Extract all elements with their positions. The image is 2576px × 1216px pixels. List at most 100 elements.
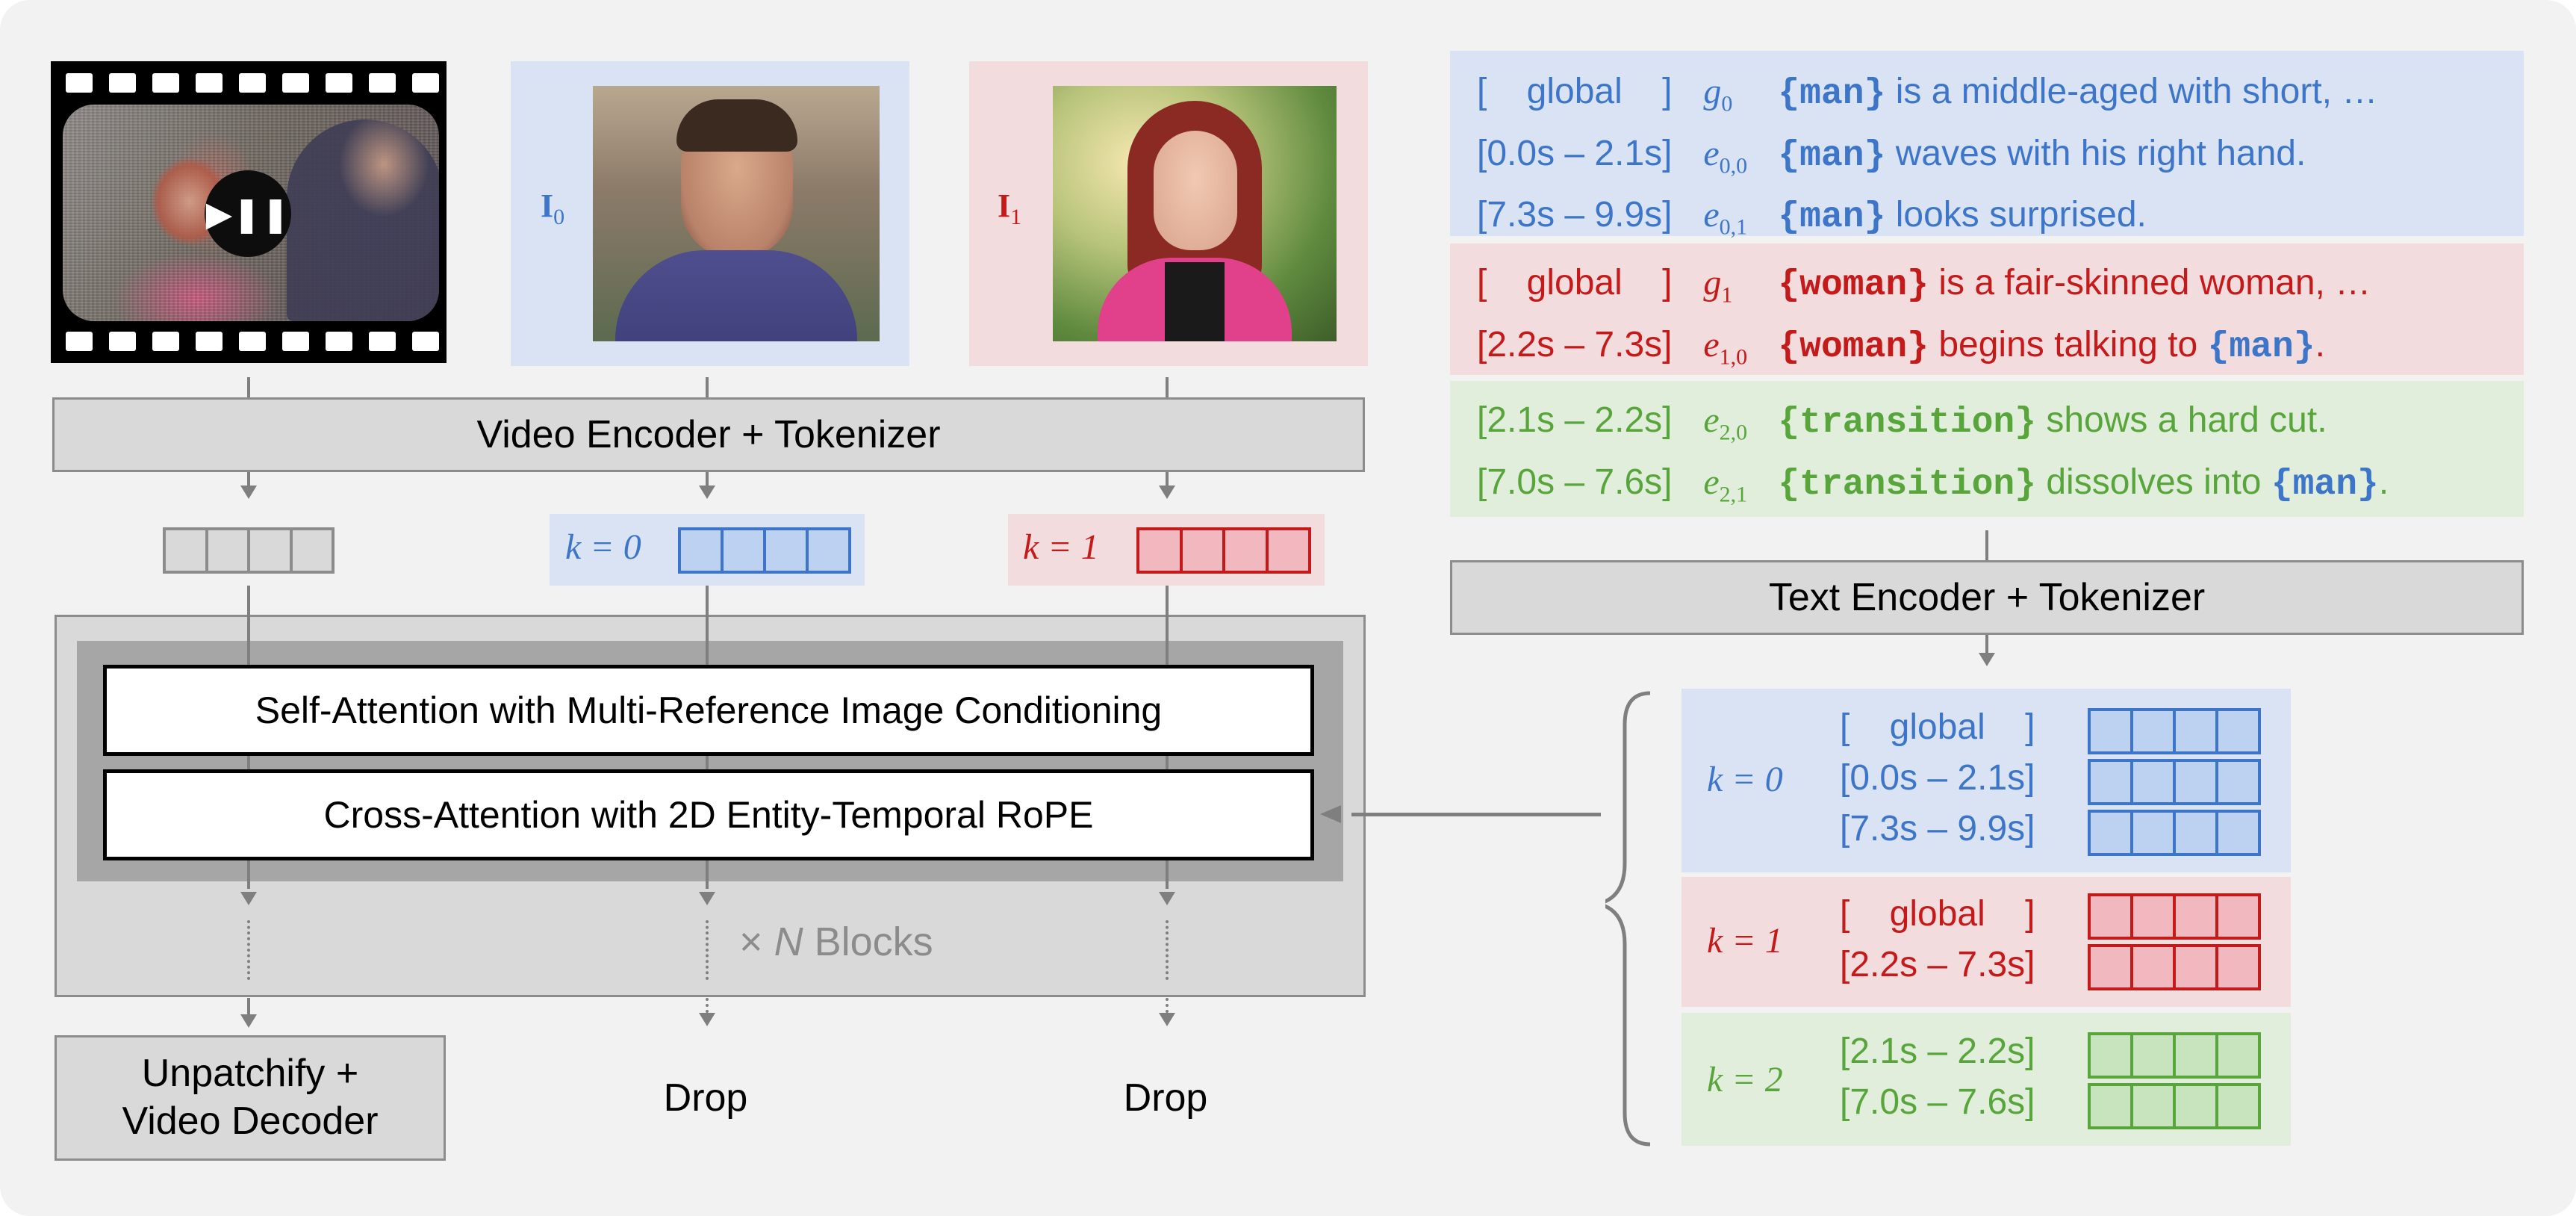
ref-label-i1: I1 (998, 187, 1022, 229)
arrow-head-i0-block-out (699, 892, 715, 905)
text-segment-label: [7.0s – 7.6s] (1840, 1082, 2035, 1122)
caption-line: [2.2s – 7.3s] e1,0{woman} begins talking… (1477, 320, 2371, 382)
caption-symbol: e2,1 (1703, 462, 1748, 507)
caption-time: [7.0s – 7.6s] (1477, 462, 1673, 502)
film-sprocket-hole (412, 73, 439, 93)
entity-tag: {transition} (1778, 403, 2036, 443)
video-decoder-block: Unpatchify + Video Decoder (55, 1035, 446, 1161)
decoder-line-2: Video Decoder (122, 1099, 379, 1143)
text-segment-label: [0.0s – 2.1s] (1840, 758, 2035, 798)
connector-captions-to-encoder (1985, 530, 1988, 560)
film-sprocket-hole (239, 332, 266, 351)
man-hair (676, 99, 797, 152)
text-token-k2-label: k = 2 (1707, 1060, 1783, 1099)
arrow-head-video-tokens (240, 486, 257, 499)
caption-line: [ global ] g1{woman} is a fair-skinned w… (1477, 258, 2371, 320)
reference-image-woman (1053, 86, 1337, 341)
film-sprocket-hole (196, 73, 223, 93)
caption-text: begins talking to (1928, 324, 2208, 365)
connector-video-to-encoder (247, 377, 250, 397)
entity-tag: {woman} (1778, 326, 1929, 367)
film-sprocket-hole (109, 332, 136, 351)
video-man-figure (287, 120, 439, 321)
film-sprocket-hole (282, 73, 309, 93)
dotted-line-i1-out (1166, 998, 1169, 1013)
caption-time: [2.2s – 7.3s] (1477, 324, 1673, 365)
text-tokens-k1-global (2088, 893, 2261, 940)
caption-symbol: e0,1 (1703, 195, 1748, 240)
caption-text: is a fair-skinned woman, … (1928, 263, 2371, 303)
entity-tag: {transition} (1778, 464, 2036, 505)
arrow-shaft-video-tokens (247, 472, 250, 487)
film-sprocket-hole (66, 73, 93, 93)
drop-label-i1: Drop (1123, 1076, 1208, 1120)
film-sprocket-hole (369, 73, 396, 93)
self-attention-block: Self-Attention with Multi-Reference Imag… (103, 665, 1314, 756)
film-sprocket-hole (412, 332, 439, 351)
dotted-line-i0 (706, 920, 709, 980)
text-tokens-k0-seg2 (2088, 810, 2261, 856)
image-tokens-k1 (1136, 527, 1311, 574)
cross-attention-block: Cross-Attention with 2D Entity-Temporal … (103, 769, 1314, 860)
arrow-head-decoder (240, 1014, 257, 1028)
arrow-head-i0-tokens (699, 486, 715, 499)
caption-end: . (2315, 324, 2325, 365)
decoder-line-1: Unpatchify + (141, 1052, 359, 1095)
caption-time: [7.3s – 9.9s] (1477, 195, 1673, 235)
arrow-shaft-text-tokens (1985, 635, 1988, 654)
reference-image-man (593, 86, 880, 341)
connector-i1-to-encoder (1166, 377, 1169, 397)
caption-symbol: e0,0 (1703, 133, 1748, 179)
image-token-k1-label: k = 1 (1023, 527, 1099, 567)
man-shirt (615, 250, 857, 341)
film-sprocket-hole (369, 332, 396, 351)
entity-tag-ref: {man} (2207, 326, 2315, 367)
caption-lines-woman: [ global ] g1{woman} is a fair-skinned w… (1477, 258, 2371, 382)
film-sprocket-hole (152, 332, 179, 351)
image-tokens-k0 (678, 527, 851, 574)
text-token-brace (1605, 691, 1651, 1147)
entity-tag: {man} (1778, 135, 1886, 176)
film-sprocket-hole (239, 73, 266, 93)
text-segment-label: [2.1s – 2.2s] (1840, 1032, 2035, 1071)
film-sprocket-hole (109, 73, 136, 93)
repeat-n-blocks-label: × N Blocks (739, 919, 933, 964)
text-tokens-k0-global (2088, 708, 2261, 754)
film-sprocket-hole (66, 332, 93, 351)
caption-text: looks surprised. (1885, 195, 2147, 235)
caption-text: shows a hard cut. (2036, 400, 2327, 440)
caption-panel-woman (1450, 243, 2524, 375)
arrow-head-video-block-out (240, 892, 257, 905)
text-segment-label: [2.2s – 7.3s] (1840, 945, 2035, 984)
play-pause-icon[interactable]: ▶❚❚ (205, 170, 291, 257)
arrow-shaft-text-to-cross-attention (1351, 813, 1601, 816)
text-segment-label: [7.3s – 9.9s] (1840, 809, 2035, 849)
video-encoder-tokenizer: Video Encoder + Tokenizer (52, 397, 1365, 472)
dotted-line-i0-out (706, 998, 709, 1013)
dotted-line-i1 (1166, 920, 1169, 980)
ref-label-i0: I0 (541, 187, 565, 229)
film-sprocket-hole (196, 332, 223, 351)
woman-face (1154, 131, 1237, 250)
arrow-shaft-i0-tokens (706, 472, 709, 487)
text-tokens-k0-seg1 (2088, 759, 2261, 805)
entity-tag: {man} (1778, 74, 1886, 114)
caption-symbol: e2,0 (1703, 400, 1748, 445)
drop-label-i0: Drop (663, 1076, 748, 1120)
caption-symbol: g1 (1703, 263, 1733, 308)
arrow-head-text-tokens (1979, 653, 1995, 666)
caption-text: is a middle-aged with short, … (1885, 72, 2378, 111)
noisy-video-frame (63, 105, 439, 321)
caption-lines-transition: [2.1s – 2.2s] e2,0{transition} shows a h… (1477, 396, 2389, 519)
caption-text: waves with his right hand. (1885, 133, 2306, 173)
arrow-head-cross-attention (1320, 805, 1341, 823)
arrow-head-i1-tokens (1159, 486, 1175, 499)
video-noise-tokens (163, 527, 335, 574)
text-segment-label: [ global ] (1840, 707, 2035, 747)
caption-time: [ global ] (1477, 72, 1673, 111)
caption-text: dissolves into (2036, 462, 2271, 502)
woman-top (1165, 262, 1225, 341)
caption-symbol: g0 (1703, 72, 1733, 117)
caption-end: . (2378, 462, 2389, 502)
entity-tag-ref: {man} (2271, 464, 2379, 505)
